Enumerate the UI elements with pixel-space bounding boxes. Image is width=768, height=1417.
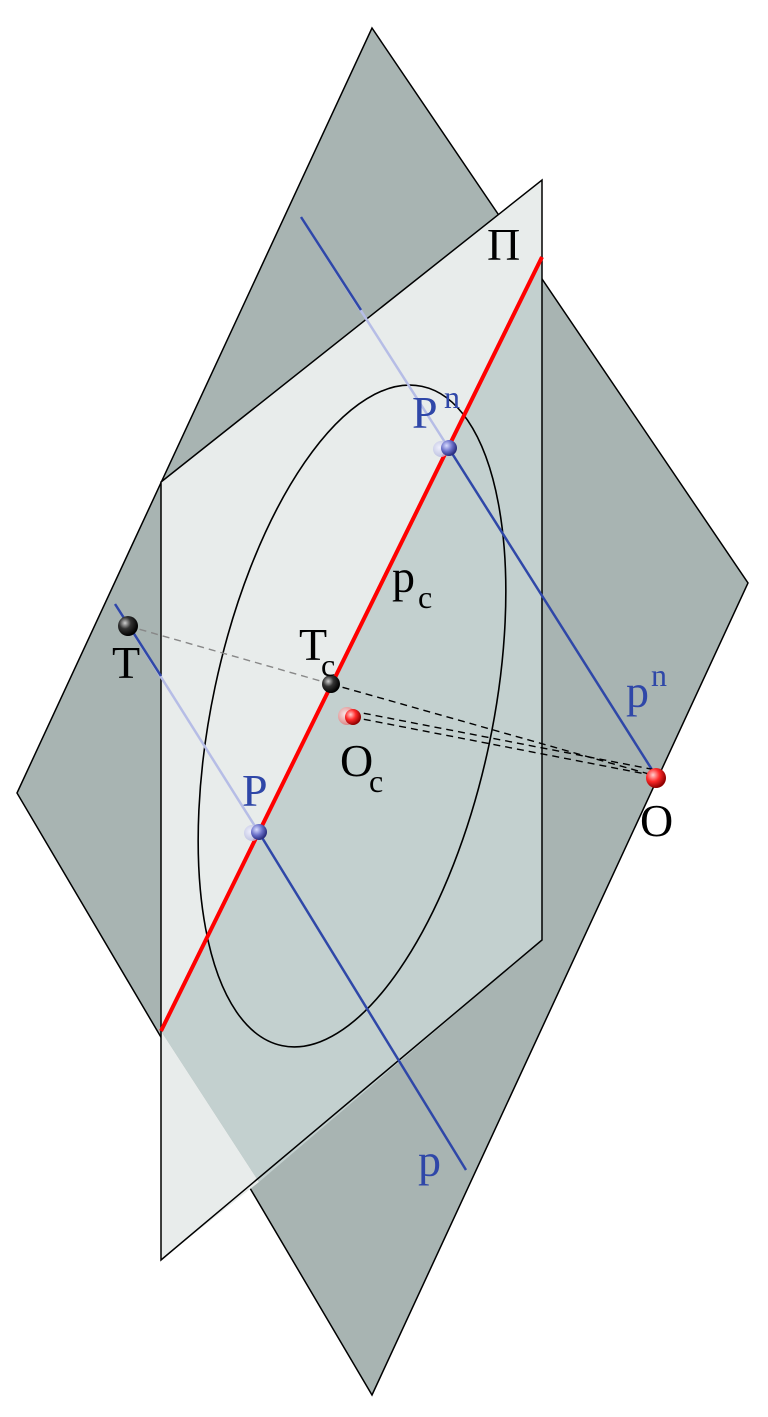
dash-tc-o [330, 683, 657, 777]
label-point-p-n-sup: n [444, 379, 460, 415]
label-point-o-c: O [340, 735, 373, 786]
line-p-n [446, 446, 658, 777]
point-p-n [441, 440, 457, 456]
point-p [251, 824, 267, 840]
dash-oc-o-1 [351, 716, 657, 777]
label-line-p-c: p [392, 551, 415, 602]
label-point-o: O [640, 795, 673, 846]
conic-ellipse [197, 384, 507, 1048]
label-point-p-n: P [412, 387, 438, 438]
label-line-p-n: p [626, 666, 649, 717]
label-line-p: p [418, 1135, 441, 1186]
label-line-p-c-sub: c [418, 579, 432, 615]
point-t [118, 616, 138, 636]
label-point-p: P [242, 765, 268, 816]
label-point-t-c-sub: c [321, 647, 335, 683]
vertical-plane-outline [160, 178, 543, 1262]
label-line-p-n-sup: n [651, 657, 667, 693]
point-t-c [322, 675, 340, 693]
point-o-c [345, 709, 361, 725]
point-o [646, 768, 666, 788]
label-point-t: T [112, 637, 140, 688]
vertical-plane-front [161, 180, 542, 1031]
label-point-o-c-sub: c [369, 763, 383, 799]
line-p-c [159, 256, 544, 1032]
label-plane: Π [487, 219, 520, 270]
label-point-t-c: T [299, 619, 327, 670]
line-p-n-top [299, 216, 363, 311]
vertical-plane-front-lower [161, 1031, 259, 1260]
dash-oc-o-2 [351, 710, 657, 771]
line-p [256, 830, 468, 1171]
line-p-upper-edge [113, 603, 163, 677]
